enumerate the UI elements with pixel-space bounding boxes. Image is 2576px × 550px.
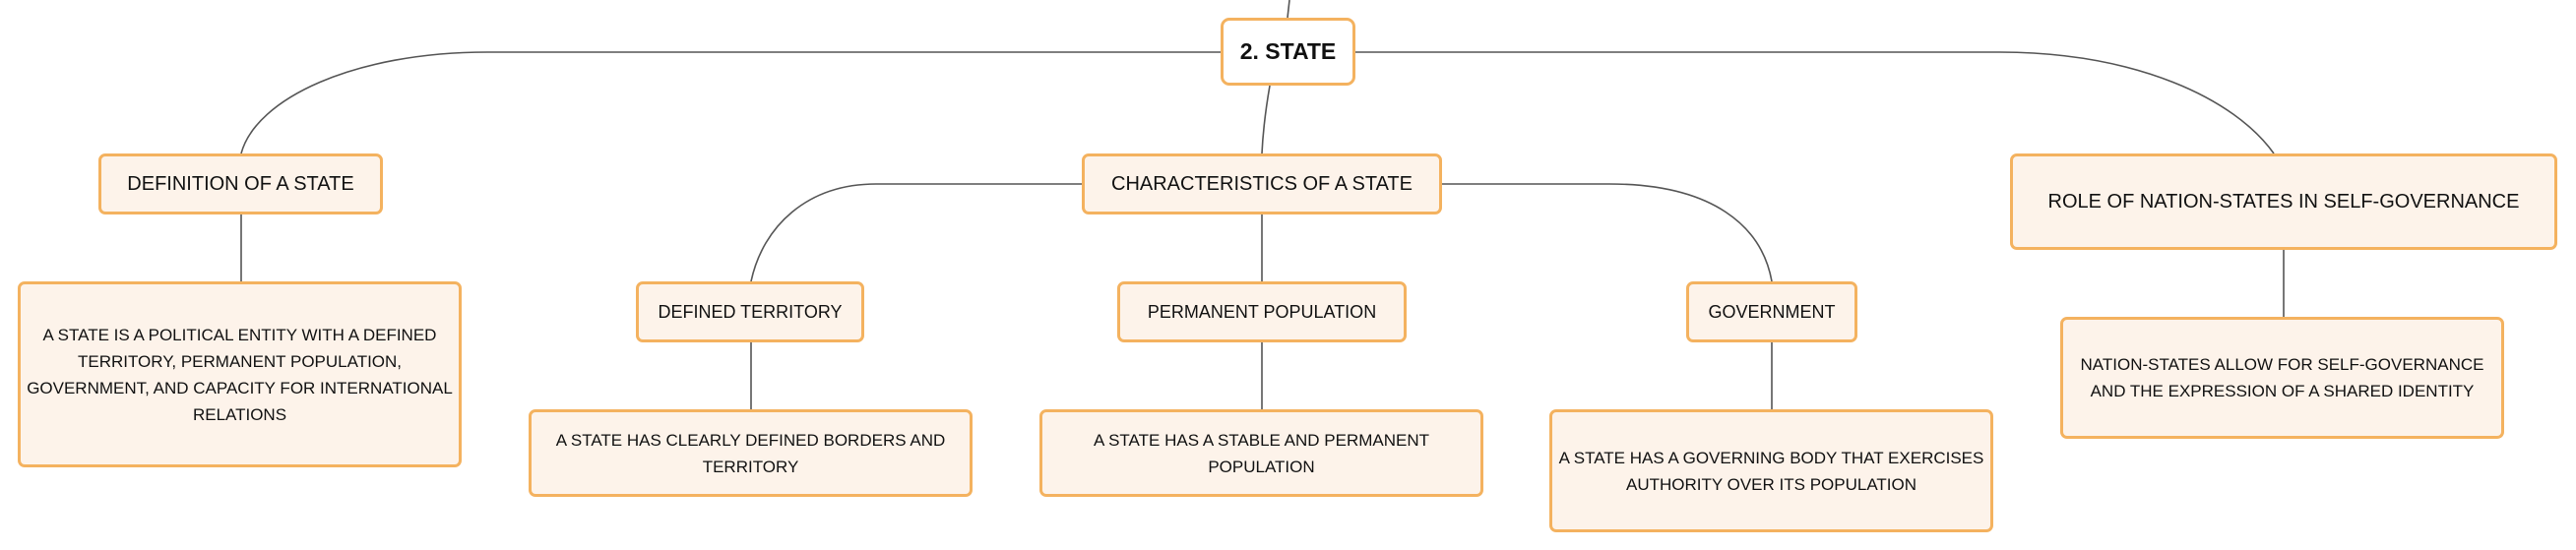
connector-characteristics-government xyxy=(1442,183,1773,282)
definition-detail-node: A STATE IS A POLITICAL ENTITY WITH A DEF… xyxy=(18,281,462,467)
population-detail-node: A STATE HAS A STABLE AND PERMANENT POPUL… xyxy=(1039,409,1483,497)
territory-detail-node: A STATE HAS CLEARLY DEFINED BORDERS AND … xyxy=(529,409,973,497)
role-detail-text: NATION-STATES ALLOW FOR SELF-GOVERNANCE … xyxy=(2080,355,2484,400)
characteristics-of-state-node[interactable]: CHARACTERISTICS OF A STATE xyxy=(1082,153,1442,214)
definition-of-state-label: DEFINITION OF A STATE xyxy=(127,172,354,195)
government-detail-text: A STATE HAS A GOVERNING BODY THAT EXERCI… xyxy=(1558,448,1984,494)
permanent-population-label: PERMANENT POPULATION xyxy=(1147,301,1377,322)
role-of-nation-states-label: ROLE OF NATION-STATES IN SELF-GOVERNANCE xyxy=(2047,190,2520,213)
definition-detail-text: A STATE IS A POLITICAL ENTITY WITH A DEF… xyxy=(27,325,453,424)
defined-territory-label: DEFINED TERRITORY xyxy=(658,301,843,322)
connector-root-characteristics xyxy=(1261,85,1271,154)
territory-detail-text: A STATE HAS CLEARLY DEFINED BORDERS AND … xyxy=(555,430,946,476)
defined-territory-node[interactable]: DEFINED TERRITORY xyxy=(636,281,864,342)
permanent-population-node[interactable]: PERMANENT POPULATION xyxy=(1117,281,1407,342)
root-node[interactable]: 2. STATE xyxy=(1221,18,1355,86)
government-detail-node: A STATE HAS A GOVERNING BODY THAT EXERCI… xyxy=(1549,409,1993,532)
government-label: GOVERNMENT xyxy=(1708,301,1836,322)
population-detail-text: A STATE HAS A STABLE AND PERMANENT POPUL… xyxy=(1093,430,1430,476)
role-detail-node: NATION-STATES ALLOW FOR SELF-GOVERNANCE … xyxy=(2060,317,2504,439)
connector-characteristics-territory xyxy=(750,183,1082,282)
definition-of-state-node[interactable]: DEFINITION OF A STATE xyxy=(98,153,383,214)
root-node-label: 2. STATE xyxy=(1239,38,1337,64)
government-node[interactable]: GOVERNMENT xyxy=(1686,281,1857,342)
role-of-nation-states-node[interactable]: ROLE OF NATION-STATES IN SELF-GOVERNANCE xyxy=(2010,153,2557,250)
connector-root-definition xyxy=(240,51,1221,154)
connector-to-parent xyxy=(1287,0,1290,19)
characteristics-of-state-label: CHARACTERISTICS OF A STATE xyxy=(1111,172,1413,195)
connector-root-role xyxy=(1355,51,2275,154)
